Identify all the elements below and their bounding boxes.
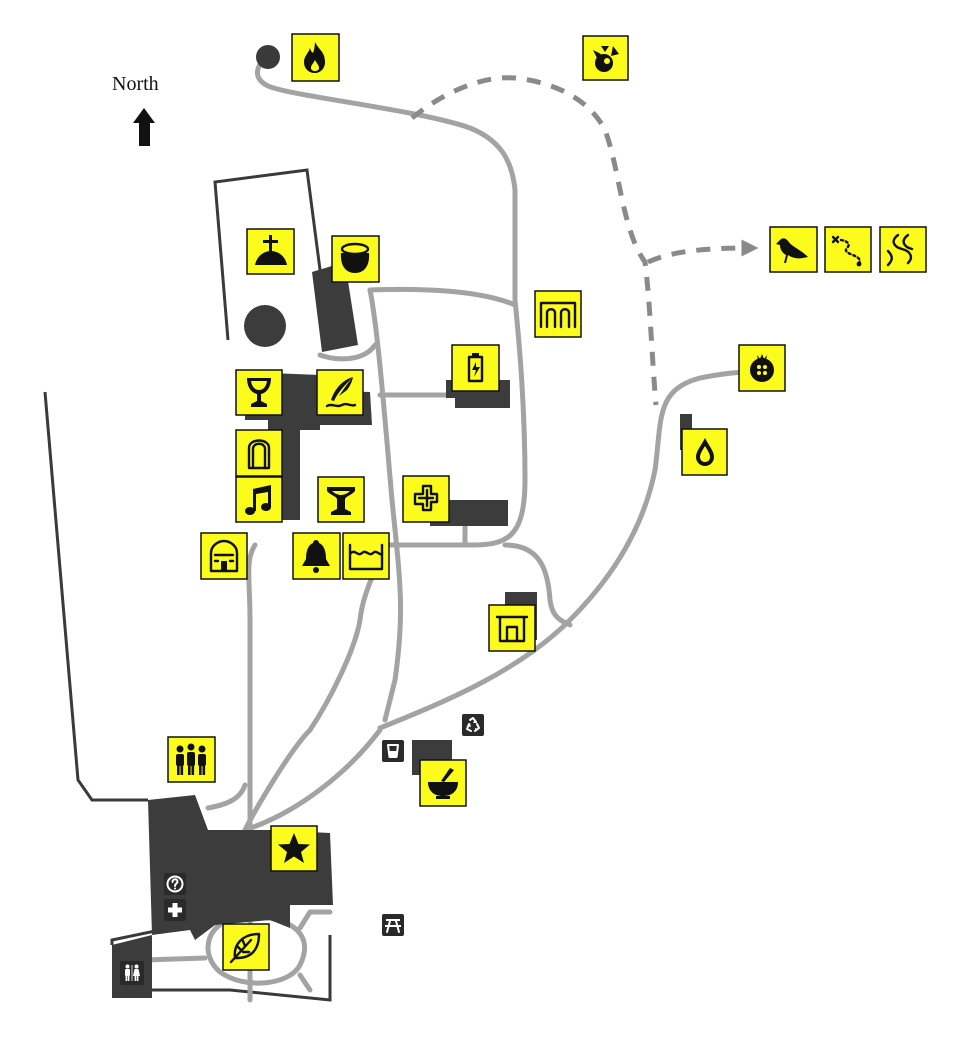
grave-cross-icon bbox=[255, 235, 287, 265]
chalice-icon bbox=[247, 378, 271, 407]
arches-icon bbox=[539, 301, 577, 329]
leaf-icon bbox=[229, 932, 261, 964]
amenity-drinking-water[interactable] bbox=[382, 740, 404, 762]
recycling-icon bbox=[466, 717, 480, 732]
site-boundary bbox=[43, 168, 332, 1002]
bird-icon bbox=[776, 238, 808, 263]
poi-scriptorium[interactable] bbox=[316, 369, 364, 416]
poi-main-attraction[interactable] bbox=[270, 825, 318, 872]
toilets-icon bbox=[125, 964, 140, 981]
amenity-picnic-area[interactable] bbox=[382, 914, 404, 936]
font-basin-icon bbox=[327, 487, 355, 515]
first-aid-icon bbox=[168, 903, 182, 917]
walking-paths bbox=[142, 54, 753, 1003]
mortar-pestle-icon bbox=[428, 768, 458, 799]
amenity-information[interactable] bbox=[164, 873, 186, 895]
water-waves-icon bbox=[348, 543, 384, 571]
poi-cauldron[interactable] bbox=[331, 235, 380, 283]
star-icon bbox=[278, 833, 310, 863]
picnic-table-icon bbox=[385, 919, 401, 933]
battery-icon bbox=[467, 353, 484, 383]
poi-herb-garden[interactable] bbox=[222, 923, 270, 971]
poi-church[interactable] bbox=[200, 532, 248, 580]
poi-campfire[interactable] bbox=[291, 33, 340, 82]
poi-fish-pond[interactable] bbox=[342, 532, 390, 580]
poi-doorway[interactable] bbox=[235, 429, 283, 477]
poi-music-room[interactable] bbox=[235, 476, 283, 523]
fire-icon bbox=[304, 42, 325, 73]
poi-bell-tower[interactable] bbox=[292, 532, 341, 580]
poi-stone-arches[interactable] bbox=[534, 290, 582, 338]
poi-apothecary[interactable] bbox=[419, 759, 467, 807]
poi-bakehouse[interactable] bbox=[488, 604, 536, 652]
knot-pattern-icon bbox=[413, 484, 439, 512]
poi-well[interactable] bbox=[681, 428, 728, 476]
group-people-icon bbox=[176, 743, 206, 775]
pomegranate-icon bbox=[750, 354, 774, 382]
cauldron-icon bbox=[340, 242, 370, 273]
church-icon bbox=[209, 539, 239, 573]
poi-treasure-trail[interactable] bbox=[824, 226, 872, 273]
poi-wildlife-critter[interactable] bbox=[582, 35, 629, 81]
amenity-first-aid[interactable] bbox=[164, 899, 186, 921]
doorway-icon bbox=[247, 439, 271, 470]
buildings bbox=[112, 45, 692, 998]
north-label: North bbox=[112, 73, 159, 95]
poi-orchard[interactable] bbox=[738, 344, 786, 392]
dashed-trail bbox=[410, 75, 759, 406]
oven-icon bbox=[495, 615, 529, 643]
amenity-toilets[interactable] bbox=[120, 961, 144, 985]
animal-icon bbox=[593, 46, 619, 72]
start-point bbox=[256, 45, 280, 69]
north-arrow-icon bbox=[133, 108, 155, 146]
poi-bird-watching[interactable] bbox=[769, 226, 818, 273]
trail-map-icon bbox=[831, 235, 862, 267]
info-question-icon bbox=[166, 875, 184, 893]
poi-tapestry[interactable] bbox=[402, 475, 450, 523]
poi-burial-mound[interactable] bbox=[246, 228, 295, 275]
drinking-cup-icon bbox=[387, 744, 399, 758]
amenity-recycling[interactable] bbox=[462, 714, 484, 736]
quill-icon bbox=[325, 377, 357, 408]
poi-stream[interactable] bbox=[879, 226, 927, 273]
poi-font[interactable] bbox=[317, 476, 365, 523]
poi-group-meeting[interactable] bbox=[167, 736, 216, 783]
poi-battery-store[interactable] bbox=[451, 344, 500, 392]
water-drop-icon bbox=[696, 438, 714, 466]
stream-icon bbox=[886, 233, 914, 267]
poi-chapel-chalice[interactable] bbox=[235, 369, 283, 416]
bell-icon bbox=[302, 540, 330, 573]
music-note-icon bbox=[245, 485, 271, 515]
